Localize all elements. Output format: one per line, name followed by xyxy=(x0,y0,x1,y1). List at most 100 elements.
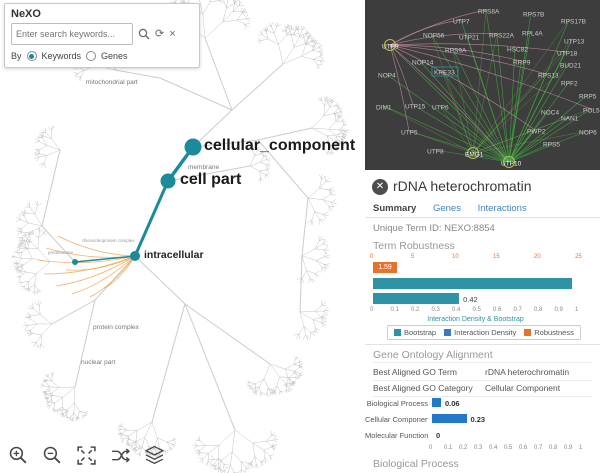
gene-node[interactable]: EMG1 xyxy=(465,152,484,159)
ontology-tree-panel: cellular_component cell part intracellul… xyxy=(0,0,365,473)
detail-tabs: Summary Genes Interactions xyxy=(373,203,541,214)
node-label-nuclear-part[interactable]: nuclear part xyxy=(81,359,116,366)
node-label-ribonucleoprotein-complex[interactable]: ribonucleoprotein complex xyxy=(82,238,135,243)
legend-label: Bootstrap xyxy=(404,328,437,337)
by-label: By xyxy=(11,51,22,61)
bottom-axis-tick: 0.7 xyxy=(513,307,522,313)
gene-node[interactable]: RPS8A xyxy=(478,9,500,16)
gene-node[interactable]: NOP6 xyxy=(579,130,597,137)
gene-node[interactable]: RPS17B xyxy=(561,19,586,26)
gene-node[interactable]: RPS22A xyxy=(489,33,515,40)
go-chart-category: Biological Process xyxy=(366,399,428,408)
divider xyxy=(365,344,600,345)
go-chart-tick: 0.2 xyxy=(459,445,468,451)
go-chart-tick: 0.9 xyxy=(564,445,573,451)
go-chart-tick: 0.7 xyxy=(534,445,543,451)
close-icon[interactable]: ✕ xyxy=(372,179,388,195)
tree-node-dot[interactable] xyxy=(160,173,176,189)
go-chart-bar xyxy=(432,398,441,407)
bottom-axis-tick: 0.9 xyxy=(554,307,563,313)
gene-node[interactable]: KRE33 xyxy=(434,70,455,77)
gene-node[interactable]: NOC4 xyxy=(541,110,559,117)
gene-node[interactable]: HSC82 xyxy=(507,47,528,54)
node-label-preribosome[interactable]: preribosome xyxy=(48,250,74,255)
gene-node[interactable]: NOP4 xyxy=(378,73,396,80)
top-axis-tick: 5 xyxy=(411,254,415,260)
clear-icon[interactable]: × xyxy=(169,27,176,40)
node-label-cellular-component[interactable]: cellular_component xyxy=(204,137,356,154)
ontology-tree-canvas[interactable] xyxy=(0,0,365,473)
tab-genes[interactable]: Genes xyxy=(432,203,461,214)
gene-node[interactable]: UTP8 xyxy=(427,149,444,156)
gene-node[interactable]: UTP5 xyxy=(401,130,418,137)
go-chart-tick: 0.1 xyxy=(444,445,453,451)
node-label-protein-complex[interactable]: protein complex xyxy=(93,324,139,331)
gene-node[interactable]: UTP9 xyxy=(382,44,399,51)
gene-node[interactable]: RPF2 xyxy=(561,81,578,88)
zoom-in-icon[interactable] xyxy=(8,445,29,466)
gene-node[interactable]: RPS9A xyxy=(445,48,467,55)
genes-radio[interactable] xyxy=(86,51,97,61)
go-row-label: Best Aligned GO Term xyxy=(373,367,457,377)
bottom-axis-tick: 0.1 xyxy=(390,307,399,313)
node-label-intracellular[interactable]: intracellular xyxy=(144,249,204,261)
go-chart-value: 0.06 xyxy=(445,399,460,408)
gene-node[interactable]: UTP15 xyxy=(405,104,426,111)
gene-node[interactable]: NAN1 xyxy=(561,116,579,123)
detail-panel: ✕ rDNA heterochromatin Summary Genes Int… xyxy=(365,170,600,473)
go-alignment-row: Best Aligned GO Category Cellular Compon… xyxy=(373,379,592,397)
tab-interactions[interactable]: Interactions xyxy=(477,203,527,214)
fit-to-screen-icon[interactable] xyxy=(76,445,97,466)
gene-node[interactable]: UTP18 xyxy=(557,51,578,58)
node-label-membrane[interactable]: membrane xyxy=(188,164,220,171)
divider xyxy=(365,217,600,218)
genes-radio-label[interactable]: Genes xyxy=(101,51,128,61)
gene-node[interactable]: UTP7 xyxy=(453,19,470,26)
gene-node[interactable]: RRP9 xyxy=(513,60,531,67)
tree-node-dot[interactable] xyxy=(72,259,78,265)
tree-node-dot[interactable] xyxy=(130,251,140,261)
search-input[interactable] xyxy=(11,23,133,45)
unique-term-id: Unique Term ID: NEXO:8854 xyxy=(373,223,495,234)
search-icon[interactable] xyxy=(138,28,150,40)
gene-node[interactable]: RPS7B xyxy=(523,12,544,19)
gene-node[interactable]: POL5 xyxy=(583,108,600,115)
tree-node-dot[interactable] xyxy=(184,138,202,156)
gene-node[interactable]: PWP2 xyxy=(527,129,546,136)
search-panel: NeXO ⟳ × By Keywords Genes xyxy=(4,3,200,68)
section-title-term-robustness: Term Robustness xyxy=(373,240,455,252)
gene-node[interactable]: NOP14 xyxy=(412,60,434,67)
gene-node[interactable]: DIM1 xyxy=(376,105,392,112)
gene-node[interactable]: UTP21 xyxy=(459,35,480,42)
gene-node[interactable]: UTP6 xyxy=(432,105,449,112)
gene-node[interactable]: RRP5 xyxy=(579,94,597,101)
layers-icon[interactable] xyxy=(144,445,165,466)
tab-summary[interactable]: Summary xyxy=(373,203,417,214)
go-chart-category: Cellular Component xyxy=(365,415,428,424)
gene-node[interactable]: RPL4A xyxy=(522,31,543,38)
interaction-density-value: 0.42 xyxy=(463,295,478,304)
keywords-radio[interactable] xyxy=(26,51,37,61)
node-label-mitochondrial-part[interactable]: mitochondrial part xyxy=(86,79,138,86)
term-title: rDNA heterochromatin xyxy=(393,178,532,194)
gene-node[interactable]: RPS5 xyxy=(543,142,560,149)
bottom-axis-tick: 0 xyxy=(370,307,374,313)
section-title-biological-process: Biological Process xyxy=(373,458,459,470)
branch-toggle-icon[interactable] xyxy=(110,445,131,466)
gene-node[interactable]: NOP56 xyxy=(423,33,445,40)
reset-icon[interactable]: ⟳ xyxy=(155,27,165,40)
node-label-cell-part[interactable]: cell part xyxy=(180,171,242,188)
zoom-out-icon[interactable] xyxy=(42,445,63,466)
keywords-radio-label[interactable]: Keywords xyxy=(41,51,82,61)
go-row-label: Best Aligned GO Category xyxy=(373,383,473,393)
gene-node[interactable]: UTP13 xyxy=(564,39,585,46)
gene-node[interactable]: UTP10 xyxy=(501,161,522,168)
gene-node[interactable]: BUD21 xyxy=(560,63,581,70)
go-chart-tick: 0.4 xyxy=(489,445,498,451)
gene-node[interactable]: RPS13 xyxy=(538,73,559,80)
section-title-go-alignment: Gene Ontology Alignment xyxy=(373,349,493,361)
bottom-axis-tick: 1 xyxy=(575,307,579,313)
go-chart-tick: 0.5 xyxy=(504,445,513,451)
